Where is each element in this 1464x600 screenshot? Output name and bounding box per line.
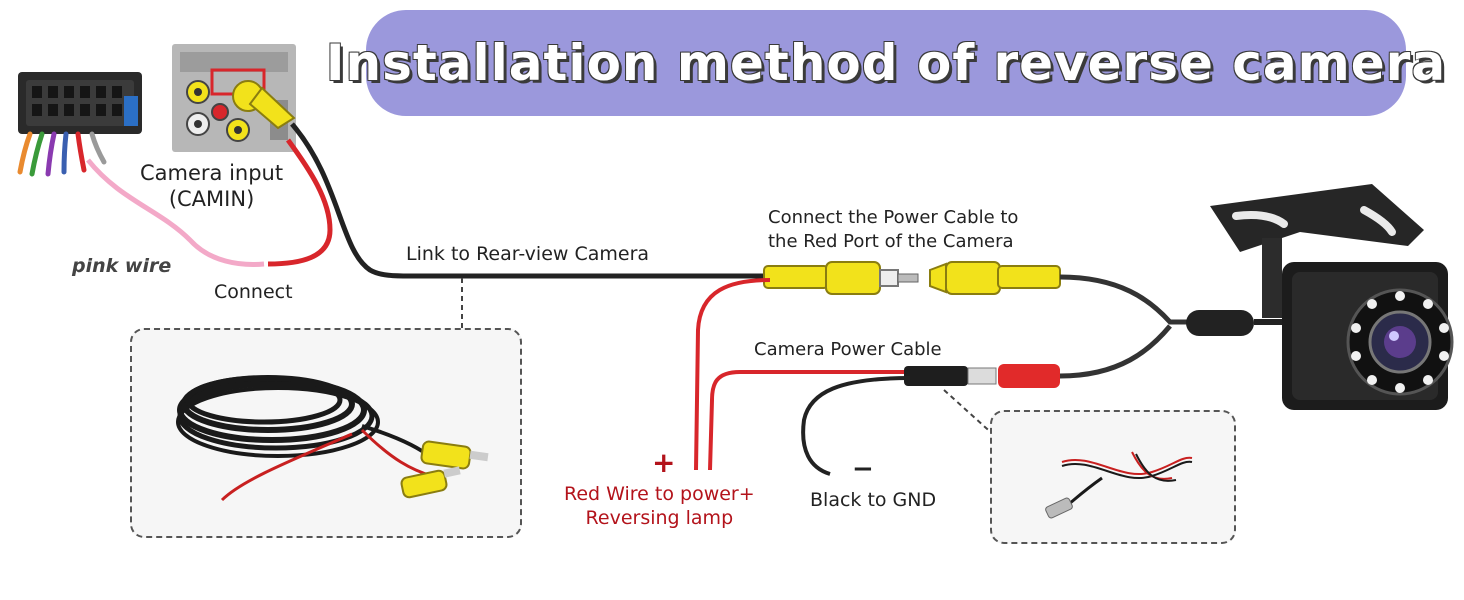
radio-connector-icon (17, 72, 142, 177)
red-wire-label: Red Wire to power+ Reversing lamp (564, 483, 755, 529)
head-unit-icon (172, 44, 296, 152)
rca-plug-icon (232, 80, 296, 130)
connect-label: Connect (214, 281, 293, 303)
plus-sign: + (652, 446, 676, 479)
rca-plug-icon (763, 261, 919, 295)
power-cable-icon (1045, 451, 1193, 519)
page-title: Installation method of reverse camera (325, 34, 1447, 92)
title-banner: Installation method of reverse camera (326, 10, 1445, 116)
camera-power-cable-label: Camera Power Cable (754, 339, 942, 360)
minus-sign: − (852, 454, 874, 484)
camera-input-label: Camera input (CAMIN) (140, 161, 284, 211)
pink-wire-label: pink wire (72, 255, 172, 277)
power-cable-icon (904, 364, 1060, 388)
cable-coil-box (130, 328, 522, 538)
cable-coil-icon (176, 375, 489, 502)
camera-icon (1210, 184, 1454, 410)
connect-power-cable-label: Connect the Power Cable to the Red Port … (768, 207, 1019, 252)
rca-plug-icon (929, 261, 1061, 295)
black-gnd-label: Black to GND (810, 489, 937, 511)
power-cable-box (990, 410, 1236, 544)
link-rear-view-label: Link to Rear-view Camera (406, 243, 650, 265)
